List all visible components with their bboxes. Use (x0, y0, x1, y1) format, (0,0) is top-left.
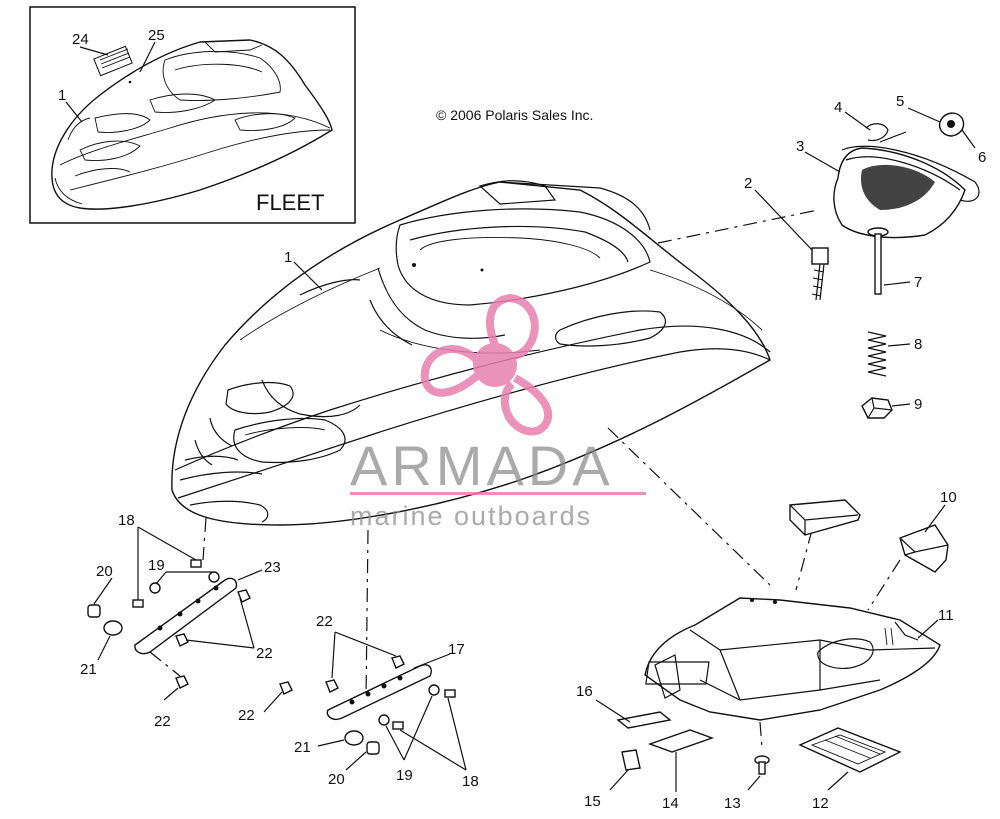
watermark-underline (350, 492, 646, 495)
part-7-rod (867, 227, 889, 295)
callout-17: 17 (448, 641, 465, 658)
part-10-pad-a (789, 499, 861, 536)
callout-20-left: 20 (96, 563, 113, 580)
callout-6: 6 (978, 149, 986, 166)
hardware-left (87, 559, 251, 689)
fleet-inset: 24 25 1 FLEET (29, 6, 356, 224)
part-9-nut (861, 397, 893, 419)
callout-7: 7 (914, 274, 922, 291)
callout-14: 14 (662, 795, 679, 812)
callout-22-left-b: 22 (154, 713, 171, 730)
inset-part-24-decal (93, 45, 133, 77)
callout-1: 1 (284, 249, 292, 266)
callout-10: 10 (940, 489, 957, 506)
part-11-tray (644, 597, 941, 721)
callout-1-inset: 1 (58, 87, 66, 104)
callout-22-left-a: 22 (256, 645, 273, 662)
watermark-subtitle: marine outboards (350, 501, 592, 531)
callout-22-right-b: 22 (238, 707, 255, 724)
callout-4: 4 (834, 99, 842, 116)
inset-part-25-dot (128, 80, 132, 84)
watermark-title: ARMADA (350, 434, 614, 497)
callout-23: 23 (264, 559, 281, 576)
part-14-sheet (647, 729, 715, 753)
part-12-filter (798, 727, 902, 773)
part-17-hinge-right (326, 664, 432, 720)
callout-5: 5 (896, 93, 904, 110)
part-15-pad (621, 749, 641, 771)
callout-20-right: 20 (328, 771, 345, 788)
part-16-strip (616, 711, 672, 729)
callout-15: 15 (584, 793, 601, 810)
part-4-clip (865, 123, 907, 143)
callout-12: 12 (812, 795, 829, 812)
callout-2: 2 (744, 175, 752, 192)
callout-21-left: 21 (80, 661, 97, 678)
part-3-latch-cup (833, 145, 980, 239)
inset-frame (29, 6, 356, 224)
hardware-right (279, 655, 456, 755)
callout-3: 3 (796, 138, 804, 155)
part-10-pad-b (899, 524, 949, 573)
callout-13: 13 (724, 795, 741, 812)
callout-11: 11 (938, 607, 954, 624)
callout-9: 9 (914, 396, 922, 413)
callout-18-left: 18 (118, 512, 135, 529)
copyright: © 2006 Polaris Sales Inc. (436, 107, 593, 123)
inset-hood-drawing (51, 39, 333, 210)
callout-8: 8 (914, 336, 922, 353)
propeller-icon (420, 293, 553, 436)
callout-25: 25 (148, 27, 165, 44)
part-5-knob (938, 112, 965, 137)
callout-16: 16 (576, 683, 593, 700)
watermark-logo: ARMADA marine outboards (350, 293, 646, 531)
part-13-screw (754, 755, 770, 775)
callout-19-right: 19 (396, 767, 413, 784)
callout-24: 24 (72, 31, 89, 48)
part-23-hinge-left (134, 577, 238, 655)
part-8-spring (867, 331, 887, 377)
callout-19-left: 19 (148, 557, 165, 574)
inset-label: FLEET (256, 190, 324, 215)
part-2-bracket (811, 247, 829, 301)
callout-22-right-a: 22 (316, 613, 333, 630)
callout-21-right: 21 (294, 739, 311, 756)
callout-18-right: 18 (462, 773, 479, 790)
